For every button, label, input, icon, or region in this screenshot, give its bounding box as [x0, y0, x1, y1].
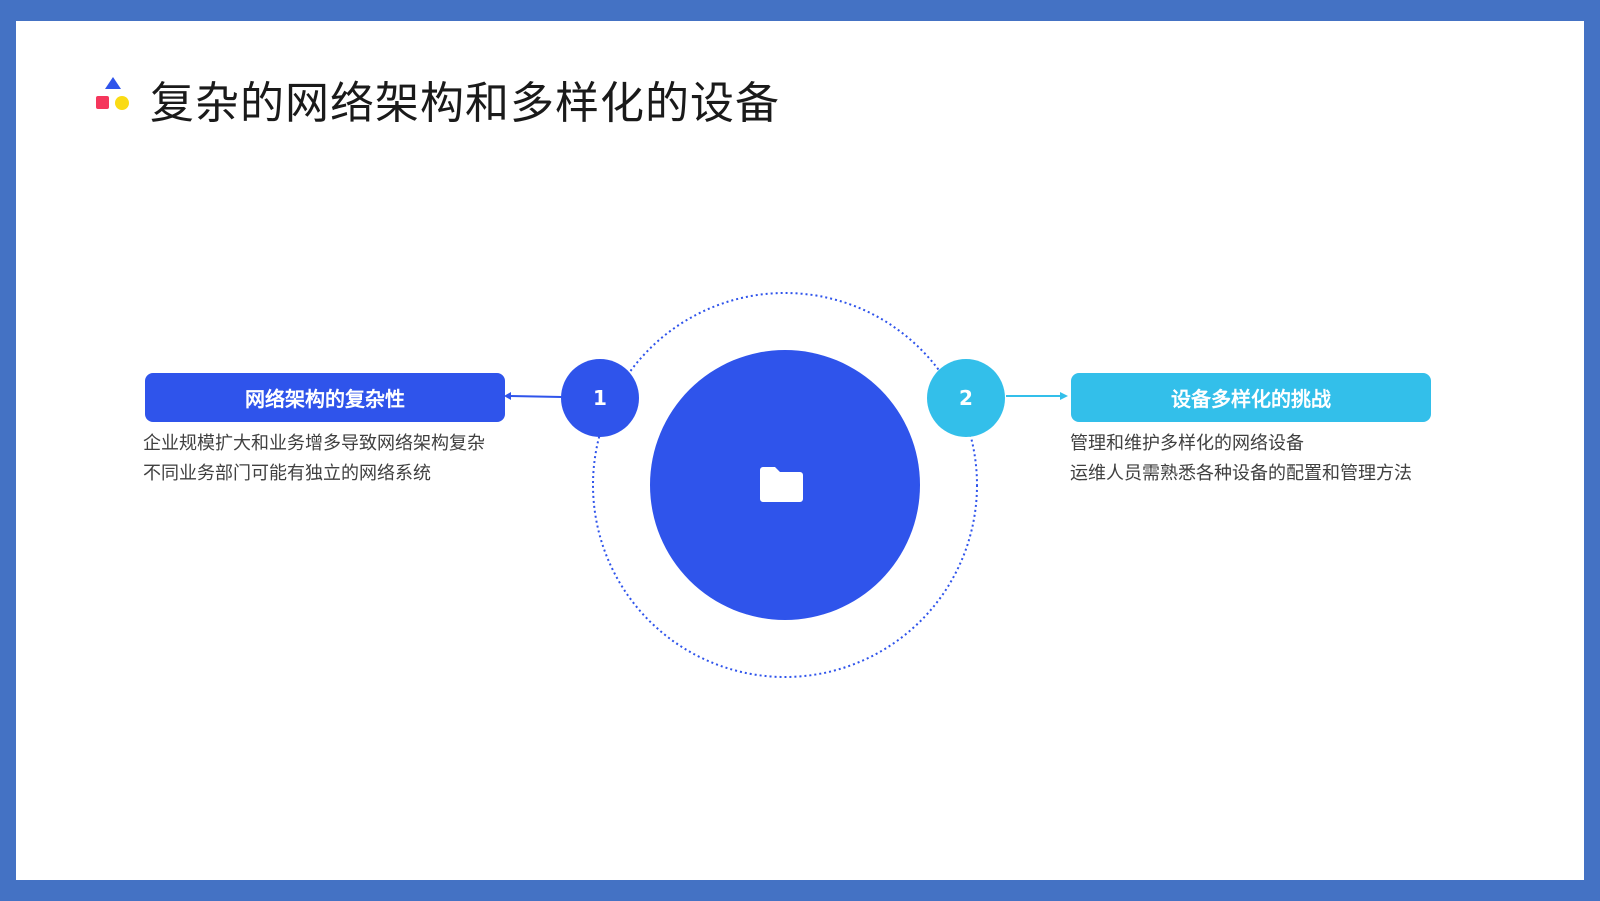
item-1-line-2: 不同业务部门可能有独立的网络系统 — [143, 463, 431, 484]
page-title: 复杂的网络架构和多样化的设备 — [150, 78, 780, 129]
item-heading-1: 网络架构的复杂性 — [145, 373, 505, 422]
diagram: 1 2 — [504, 292, 1068, 678]
item-1-line-1: 企业规模扩大和业务增多导致网络架构复杂 — [143, 433, 485, 454]
item-2-line-2: 运维人员需熟悉各种设备的配置和管理方法 — [1070, 463, 1412, 484]
item-2-line-1: 管理和维护多样化的网络设备 — [1070, 433, 1304, 454]
arrow-right-icon — [1060, 392, 1068, 400]
step-number-2: 2 — [959, 386, 973, 410]
item-heading-2: 设备多样化的挑战 — [1071, 373, 1431, 422]
slide-canvas: 复杂的网络架构和多样化的设备 1 2 网络架构的复杂性 企业规模扩大和业务增多导… — [16, 21, 1584, 880]
logo-shapes-icon — [96, 77, 129, 110]
step-badge-1 — [561, 359, 639, 437]
connector-left — [509, 395, 563, 398]
step-badge-2 — [927, 359, 1005, 437]
outer-dotted-ring — [592, 292, 978, 678]
arrow-left-icon — [504, 392, 511, 400]
item-description-2: 管理和维护多样化的网络设备 运维人员需熟悉各种设备的配置和管理方法 — [1070, 429, 1435, 489]
folder-icon — [760, 467, 803, 502]
step-number-1: 1 — [593, 386, 607, 410]
item-description-1: 企业规模扩大和业务增多导致网络架构复杂 不同业务部门可能有独立的网络系统 — [143, 429, 508, 489]
